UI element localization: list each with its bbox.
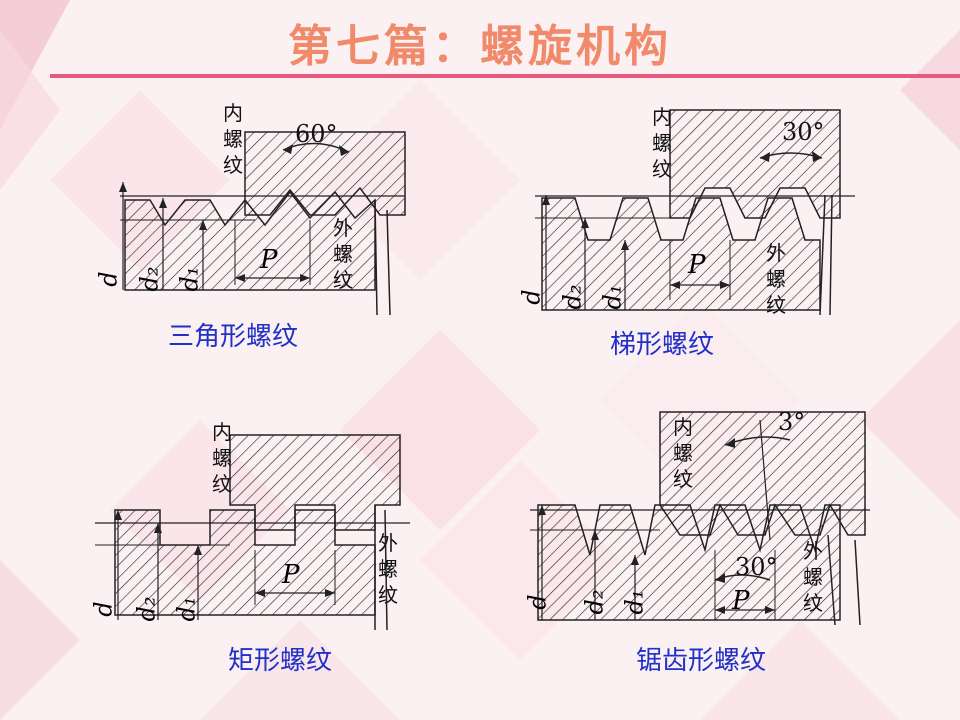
dim-d1: d₁ [175,266,204,292]
angle-bottom-label: 30° [735,553,778,581]
caption-buttress-thread: 锯齿形螺纹 [636,646,767,676]
dim-pitch: P [688,250,706,280]
internal-thread-label: 内 螺 纹 [652,105,672,181]
external-thread-label: 外 螺 纹 [766,241,786,317]
caption-rectangular-thread: 矩形螺纹 [228,646,333,676]
internal-thread-label: 内 螺 纹 [673,415,693,491]
panel-buttress-thread: 3° 30° 内 螺 纹 外 螺 纹 d d₂ d₁ P [524,408,870,635]
angle-top-label: 3° [778,408,806,436]
dim-d2: d₂ [558,284,587,310]
dim-d2: d₂ [135,266,164,292]
internal-thread-label: 内 螺 纹 [223,101,243,177]
rectangular-thread-diagram [95,434,410,631]
dim-d: d [89,601,118,617]
panel-angle-label: 60° [295,120,338,148]
title-divider [50,74,960,78]
dim-d1: d₁ [620,589,649,615]
dim-d1: d₁ [598,284,627,310]
panel-triangular-thread: 60° 内 螺 纹 外 螺 纹 d d₂ d₁ P [95,100,425,320]
triangular-thread-diagram [119,131,406,316]
dim-d: d [517,289,546,305]
dim-d2: d₂ [132,596,161,622]
dim-d1: d₁ [172,596,201,622]
external-thread-label: 外 螺 纹 [333,216,353,292]
dim-d: d [523,594,552,610]
panel-trapezoidal-thread: 30° 内 螺 纹 外 螺 纹 d d₂ d₁ P [517,100,860,325]
caption-triangular-thread: 三角形螺纹 [168,322,299,352]
dim-pitch: P [732,586,750,616]
panel-rectangular-thread: 内 螺 纹 外 螺 纹 d d₂ d₁ P [90,415,420,635]
trapezoidal-thread-diagram [535,109,855,316]
slide-title: 第七篇：螺旋机构 [288,21,672,72]
dim-d: d [94,271,123,287]
dim-pitch: P [260,245,278,275]
panel-angle-label: 30° [782,118,825,146]
dim-d2: d₂ [580,589,609,615]
dim-pitch: P [282,560,300,590]
external-thread-label: 外 螺 纹 [378,531,398,607]
external-thread-label: 外 螺 纹 [803,539,823,615]
caption-trapezoidal-thread: 梯形螺纹 [610,330,715,360]
internal-thread-label: 内 螺 纹 [212,420,232,496]
buttress-thread-diagram [530,411,870,626]
